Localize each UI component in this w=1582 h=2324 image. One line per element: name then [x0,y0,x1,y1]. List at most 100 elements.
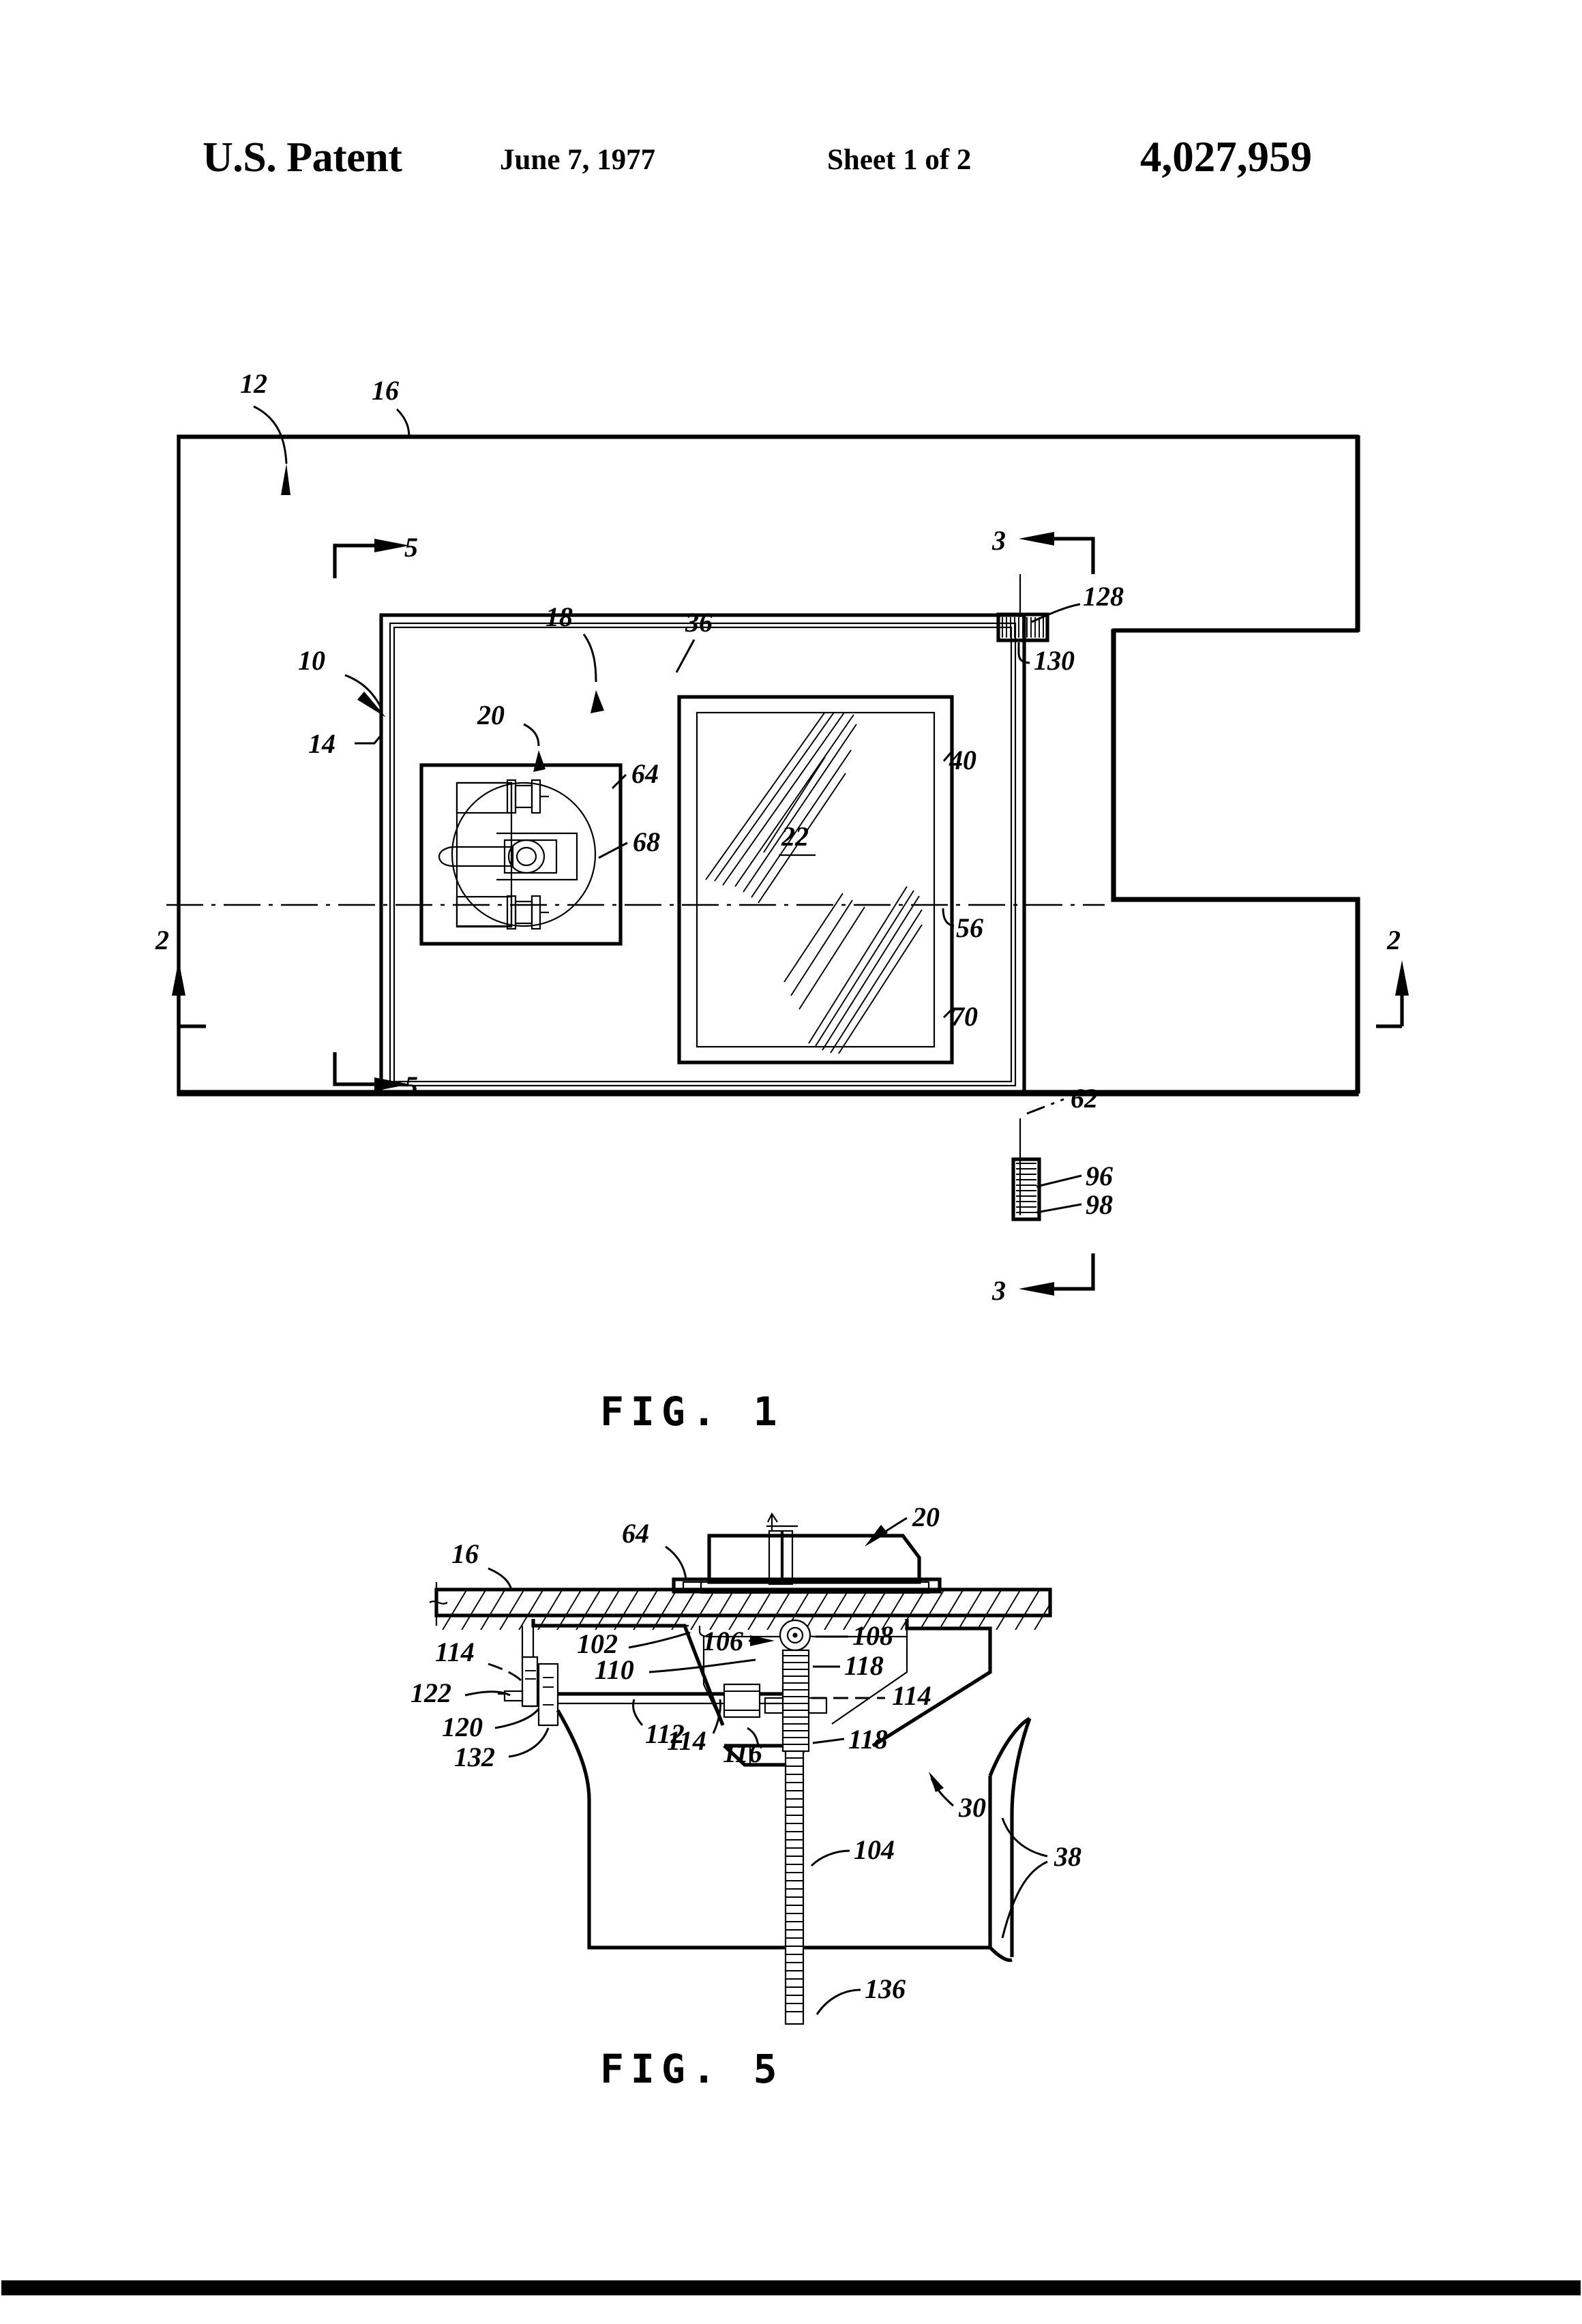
fig1-rack-96 [1011,1157,1041,1221]
ref-numeral-110: 110 [595,1654,634,1685]
ref-numeral-108: 108 [852,1620,893,1651]
ref-numeral-112: 112 [645,1718,685,1749]
section-arrow-3-top: 3 [991,525,1095,574]
fig5-tank-body-30 [556,1709,1032,1963]
leader-16 [395,408,411,438]
leader-110 [648,1658,756,1673]
ref-numeral-22: 22 [781,821,809,852]
ref-numeral-10: 10 [298,645,325,676]
section-label-5-top: 5 [404,532,418,563]
leader-130 [1017,642,1030,664]
fig1-glass-panel: 22 [677,695,954,1064]
fig1-outer-body-outline [177,435,1360,1094]
section-label-2-right: 2 [1386,925,1401,955]
leader-16-fig5 [488,1567,513,1591]
patent-header: U.S. Patent June 7, 1977 Sheet 1 of 2 4,… [0,133,1582,195]
ref-numeral-114-left: 114 [435,1637,475,1667]
leader-132 [508,1727,550,1758]
leader-106 [749,1635,775,1646]
fig5-vertical-rack-104 [784,1750,805,2025]
ref-numeral-16: 16 [372,375,399,406]
leader-116 [747,1727,760,1746]
leader-136 [816,1988,861,2015]
fig1-door-assembly [379,613,1026,1096]
fig5-horizontal-shaft-112 [550,1683,783,1718]
ref-numeral-20-fig5: 20 [912,1502,940,1532]
ref-numeral-106: 106 [702,1626,743,1656]
leader-102 [628,1631,691,1649]
ref-numeral-102: 102 [577,1628,618,1659]
ref-numeral-96: 96 [1086,1161,1113,1191]
ref-numeral-118a: 118 [844,1650,884,1681]
ref-numeral-70: 70 [951,1001,978,1032]
ref-numeral-114-mid: 114 [667,1725,706,1756]
ref-numeral-114-right: 114 [892,1680,931,1711]
section-label-3-top: 3 [991,525,1006,556]
ref-numeral-130: 130 [1034,645,1075,676]
ref-numeral-14: 14 [308,728,335,759]
leader-64-fig5 [665,1545,687,1580]
ref-numeral-18: 18 [546,601,573,632]
ref-numeral-118b: 118 [848,1724,888,1755]
leader-12 [253,405,290,495]
section-arrow-5-top: 5 [333,532,418,578]
leader-104 [810,1849,850,1867]
leader-96 [1036,1174,1082,1188]
section-arrow-2-right: 2 [1376,925,1409,1028]
leader-70 [942,1007,955,1019]
fig5-left-bearing [498,1626,559,1727]
leader-64 [611,773,627,790]
fig5-bracket-assembly [531,1619,992,1767]
fig1-outer-body [177,434,1359,1097]
ref-numeral-68: 68 [633,826,660,857]
leader-40 [942,751,953,762]
ref-numeral-16-fig5: 16 [451,1538,479,1569]
leader-36 [675,639,696,673]
patent-number: 4,027,959 [1140,133,1312,181]
leader-122 [464,1690,511,1697]
glass-reflection-lines [705,713,923,1054]
leader-114-left [488,1663,524,1683]
leader-62 [1026,1098,1064,1115]
leader-112 [632,1699,644,1726]
leader-56 [942,908,955,927]
leader-68 [598,841,628,859]
fig5-motor-housing-20 [672,1512,942,1594]
ref-numeral-12: 12 [240,368,267,399]
section-arrow-2-left: 2 [155,925,206,1028]
leader-98 [1036,1203,1082,1214]
patent-office-title: U.S. Patent [203,134,402,181]
ref-numeral-64-fig5: 64 [622,1518,649,1549]
fig5-deck-panel-16 [429,1582,1052,1630]
leader-14 [355,734,383,745]
ref-numeral-36: 36 [685,607,713,638]
ref-numeral-56: 56 [956,912,983,943]
leader-30 [929,1772,954,1807]
fig1-rack-128 [996,612,1049,642]
section-label-2-left: 2 [155,925,169,955]
ref-numeral-30: 30 [958,1792,986,1823]
fig1-drive-assembly [419,763,623,946]
ref-numeral-116: 116 [723,1738,762,1768]
fig5-drive-shaft [764,1619,828,1753]
ref-numeral-20: 20 [477,700,505,730]
leader-120 [494,1708,540,1729]
ref-numeral-136: 136 [865,1973,906,2004]
section-arrow-3-bottom: 3 [991,1253,1095,1306]
section-label-3-bottom: 3 [991,1275,1006,1306]
sheet-number: Sheet 1 of 2 [827,144,972,176]
ref-numeral-64: 64 [631,758,659,789]
leader-20 [523,723,546,772]
patent-date: June 7, 1977 [500,144,656,176]
ref-numeral-120: 120 [442,1712,483,1742]
leader-128 [1031,603,1081,623]
scan-edge-bar [1,2280,1581,2295]
leader-118b [812,1738,845,1744]
figure-caption-5: FIG. 5 [600,2046,784,2092]
ref-numeral-40: 40 [949,745,976,775]
leader-38 [1001,1817,1048,1939]
leader-10 [344,674,386,717]
leader-114-mid [712,1699,721,1734]
ref-numeral-128: 128 [1083,581,1124,612]
